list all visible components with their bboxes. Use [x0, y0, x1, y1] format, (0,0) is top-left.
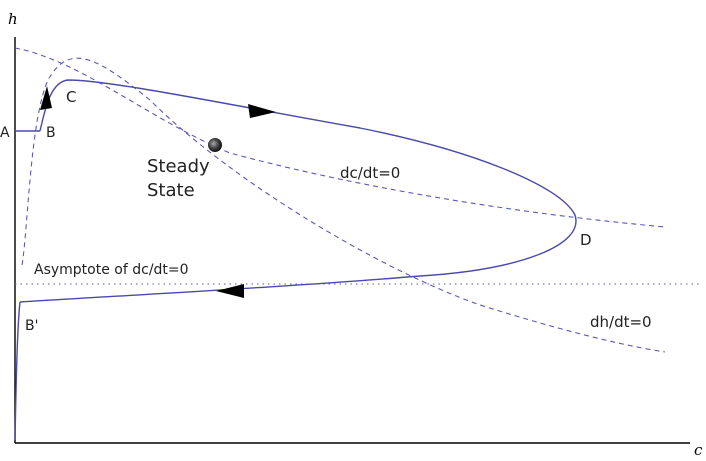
steady-state-label-line1: Steady	[147, 156, 210, 177]
trajectory-main	[19, 79, 577, 303]
arrow-left-lower	[216, 284, 244, 298]
point-b-label: B	[46, 125, 56, 141]
point-a-label: A	[0, 125, 10, 141]
x-axis-label: c	[694, 441, 703, 459]
point-c-label: C	[66, 88, 76, 106]
dc-dt-nullcline	[14, 47, 666, 228]
steady-state-label-line2: State	[147, 180, 195, 201]
point-d-label: D	[580, 231, 592, 249]
arrow-up-near-b	[40, 86, 52, 110]
dh-dt-nullcline	[21, 57, 666, 353]
dh-dt-label: dh/dt=0	[590, 313, 652, 331]
steady-state-dot	[208, 138, 222, 152]
trajectory-lower	[14, 301, 21, 441]
y-axis-label: h	[8, 10, 18, 28]
point-b-prime-label: B'	[25, 318, 38, 334]
asymptote-label: Asymptote of dc/dt=0	[34, 262, 189, 278]
dc-dt-label: dc/dt=0	[340, 164, 400, 182]
arrow-right-upper	[248, 104, 276, 118]
